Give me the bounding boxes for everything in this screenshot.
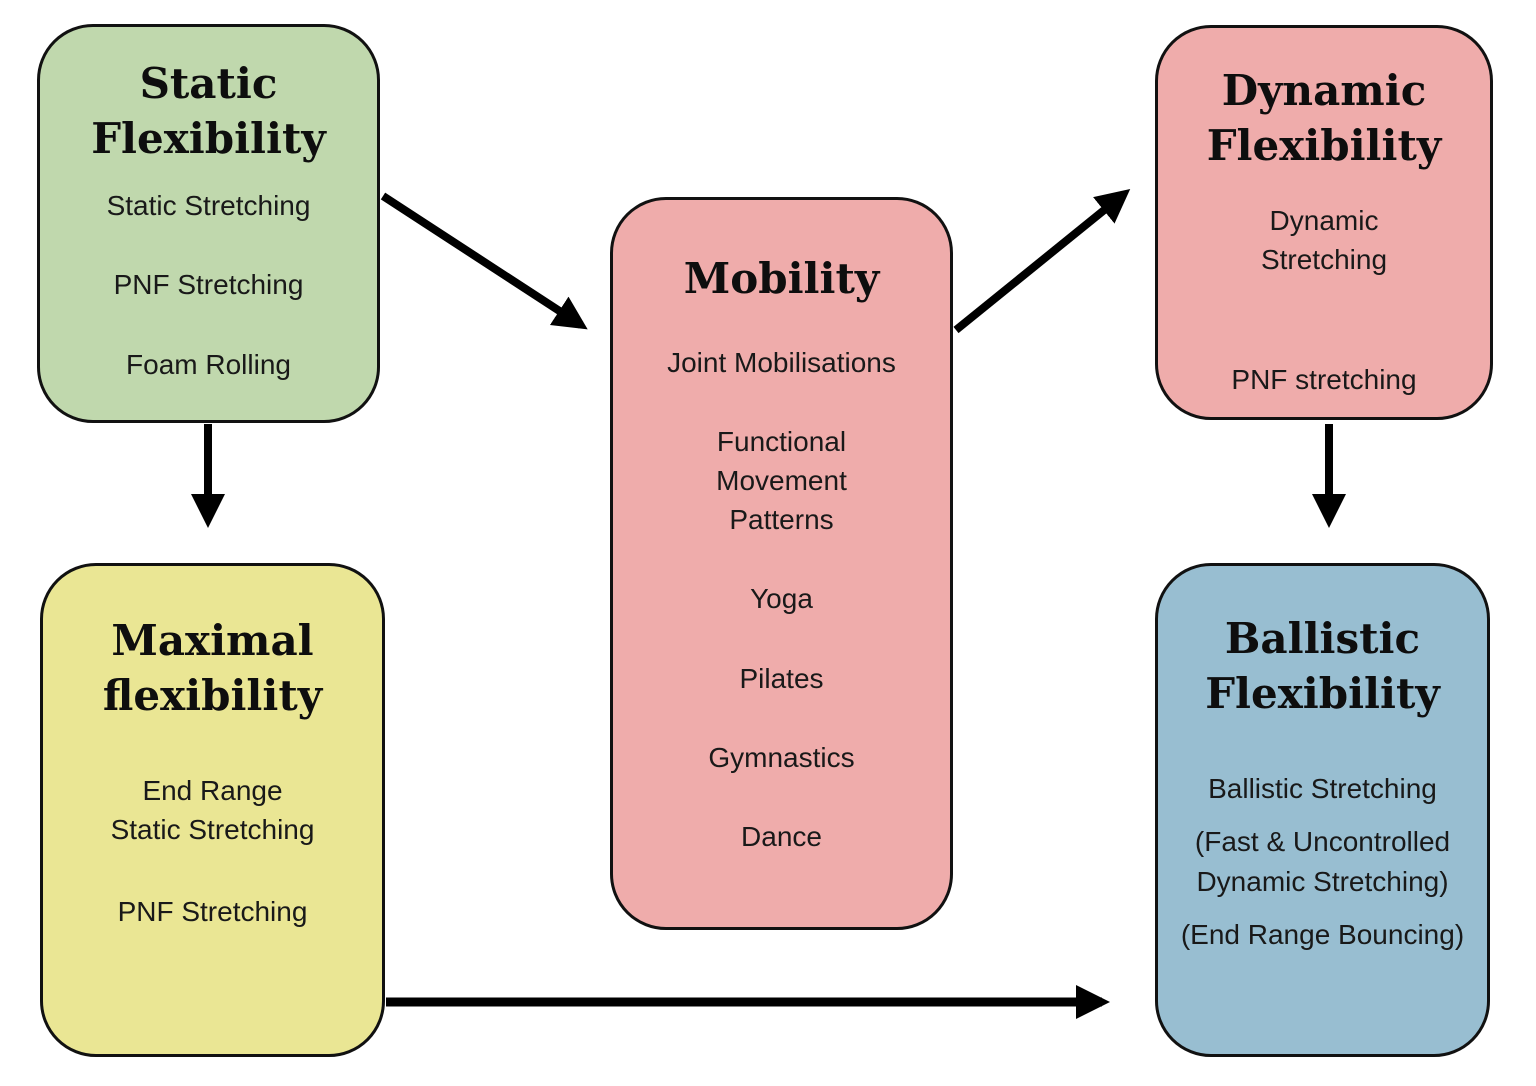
box-ballistic-flexibility: Ballistic Flexibility Ballistic Stretchi… — [1155, 563, 1490, 1057]
box-item: Dance — [741, 820, 822, 852]
dynamic-flexibility-title: Dynamic Flexibility — [1206, 66, 1442, 170]
mobility-title: Mobility — [683, 254, 880, 303]
box-item: End Range Static Stretching — [110, 775, 315, 846]
box-item: Gymnastics — [708, 741, 855, 773]
box-item: Yoga — [750, 583, 813, 615]
static-flexibility-title: Static Flexibility — [91, 59, 326, 163]
arrow-mobility-to-dynamic — [953, 188, 1131, 334]
ballistic-flexibility-title: Ballistic Flexibility — [1205, 614, 1440, 718]
maximal-flexibility-title: Maximal flexibility — [102, 616, 323, 720]
box-item: Foam Rolling — [126, 348, 291, 380]
box-item: Ballistic Stretching — [1208, 773, 1437, 805]
ballistic-flexibility-items: Ballistic Stretching (Fast & Uncontrolled… — [1158, 769, 1487, 954]
box-item: PNF Stretching — [113, 269, 304, 301]
box-item: PNF stretching — [1231, 363, 1417, 395]
box-item: Joint Mobilisations — [667, 346, 896, 378]
box-item: Static Stretching — [106, 190, 311, 222]
arrow-static-to-mobility — [380, 192, 588, 330]
box-maximal-flexibility: Maximal flexibility End Range Static Str… — [40, 563, 385, 1057]
box-item: (Fast & Uncontrolled Dynamic Stretching) — [1194, 826, 1451, 897]
box-item: (End Range Bouncing) — [1180, 918, 1465, 950]
box-item: Dynamic Stretching — [1260, 205, 1388, 276]
box-item: PNF Stretching — [117, 895, 308, 927]
box-item: Pilates — [739, 662, 824, 694]
box-item: Functional Movement Patterns — [716, 425, 847, 536]
